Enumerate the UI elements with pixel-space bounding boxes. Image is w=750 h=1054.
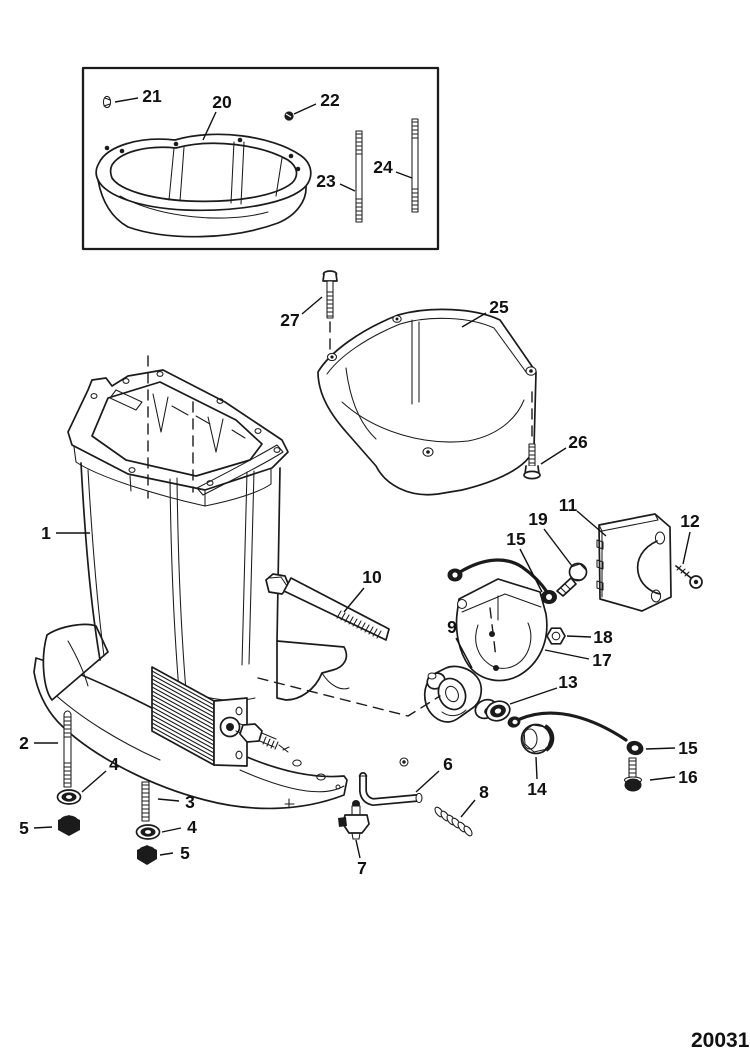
callout-26: 26 — [568, 432, 588, 452]
leader-line-23 — [339, 183, 356, 192]
screw-part-12 — [675, 565, 703, 589]
leader-line-16 — [649, 776, 676, 781]
exhaust-cover-part-25 — [317, 308, 537, 496]
callout-13: 13 — [558, 672, 578, 692]
clip-part-21 — [102, 95, 112, 109]
leader-line-3 — [157, 798, 180, 802]
washer-part-13 — [485, 700, 511, 722]
nut-part-22 — [284, 111, 294, 121]
assembly-dashed-lines — [147, 321, 533, 717]
ground-wire-part-15-lower — [507, 711, 644, 756]
leader-line-17 — [544, 649, 590, 660]
extension-housing-part-20 — [95, 133, 312, 238]
callout-21: 21 — [142, 86, 162, 106]
callout-11: 11 — [559, 495, 578, 515]
callout-8: 8 — [479, 782, 489, 802]
callout-7: 7 — [357, 858, 367, 878]
callout-18: 18 — [593, 627, 613, 647]
callout-5: 5 — [19, 818, 29, 838]
callout-27: 27 — [280, 310, 299, 330]
leader-line-26 — [540, 447, 567, 465]
leader-line-11 — [576, 510, 607, 537]
callout-17: 17 — [592, 650, 611, 670]
leader-line-21 — [114, 97, 139, 103]
leader-line-27 — [301, 296, 323, 315]
leader-line-10 — [343, 587, 365, 613]
driveshaft-stud — [219, 716, 290, 753]
callout-1: 1 — [41, 523, 51, 543]
bolt-part-19 — [556, 562, 588, 597]
leader-line-24 — [395, 171, 413, 179]
plug-part-14 — [520, 723, 555, 755]
callout-4: 4 — [109, 754, 119, 774]
figure-code: 20031 — [691, 1029, 750, 1052]
driveshaft-housing-part-1 — [67, 369, 350, 701]
leader-line-5 — [33, 826, 53, 829]
stud-part-24 — [411, 118, 419, 213]
callout-2: 2 — [19, 733, 29, 753]
callout-22: 22 — [320, 90, 340, 110]
leader-line-4 — [161, 827, 182, 833]
screw-part-16 — [623, 757, 643, 792]
leader-line-20 — [202, 111, 217, 141]
callout-6: 6 — [443, 754, 453, 774]
plate-part-11 — [596, 513, 672, 612]
leader-line-4 — [81, 770, 107, 793]
tube-part-6 — [358, 772, 423, 807]
washer-part-4-right — [135, 824, 161, 840]
leader-line-18 — [566, 635, 592, 638]
washer-part-4-left — [56, 789, 82, 805]
callout-12: 12 — [680, 511, 700, 531]
leader-line-13 — [509, 687, 558, 705]
callout-15: 15 — [506, 529, 526, 549]
callout-15: 15 — [678, 738, 698, 758]
nut-part-5-right — [137, 845, 157, 865]
leader-line-9 — [455, 637, 473, 669]
leader-line-22 — [293, 103, 317, 115]
elbow-part-7 — [338, 800, 370, 840]
leader-line-5 — [159, 852, 174, 856]
leader-line-25 — [461, 312, 487, 328]
leader-line-6 — [415, 770, 440, 793]
callout-19: 19 — [528, 509, 548, 529]
housing-nose-wedge — [42, 623, 109, 701]
leader-line-15 — [519, 548, 543, 593]
leader-line-19 — [543, 528, 573, 567]
leader-line-15 — [645, 747, 676, 750]
callout-25: 25 — [489, 297, 509, 317]
spring-part-8 — [434, 806, 473, 837]
nut-part-5-left — [58, 815, 80, 836]
bolt-part-10 — [265, 573, 390, 641]
stud-part-2 — [63, 710, 72, 788]
stud-part-23 — [355, 130, 363, 223]
callout-9: 9 — [447, 617, 457, 637]
ground-wire-part-15-upper — [447, 558, 557, 604]
callout-10: 10 — [362, 567, 382, 587]
bolt-part-27 — [322, 270, 338, 319]
callout-4: 4 — [187, 817, 197, 837]
callout-14: 14 — [527, 779, 547, 799]
callout-16: 16 — [678, 767, 698, 787]
leader-line-7 — [355, 839, 361, 859]
stud-part-3 — [141, 781, 150, 822]
callout-3: 3 — [185, 792, 195, 812]
callout-24: 24 — [373, 157, 393, 177]
callout-5: 5 — [180, 843, 190, 863]
nut-part-18 — [546, 627, 566, 645]
anode-part-9 — [423, 665, 498, 723]
leader-line-8 — [460, 799, 476, 818]
callout-20: 20 — [212, 92, 232, 112]
leader-line-14 — [535, 756, 538, 780]
bolt-part-26 — [523, 443, 541, 480]
leader-line-12 — [682, 531, 691, 565]
bracket-part-17 — [455, 578, 548, 682]
callout-23: 23 — [316, 171, 336, 191]
